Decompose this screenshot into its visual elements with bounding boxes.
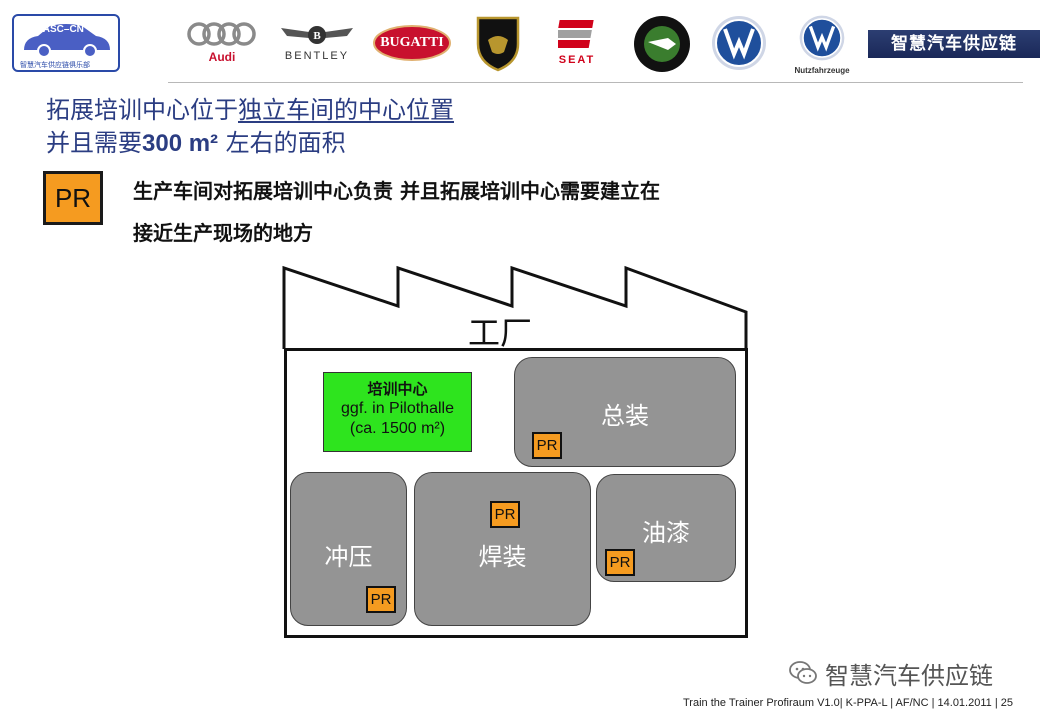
training-center-location: ggf. in Pilothalle <box>341 400 454 417</box>
bentley-wings-icon: B <box>281 26 353 44</box>
hall-label: 焊装 <box>478 543 527 571</box>
pr-badge-painting: PR <box>605 549 635 576</box>
wechat-icon <box>789 661 817 684</box>
brand-label: SEAT <box>558 54 596 66</box>
hall-label: 总装 <box>601 402 649 430</box>
pr-badge-welding: PR <box>490 501 520 528</box>
title-underlined: 独立车间的中心位置 <box>238 96 454 124</box>
title-line2-prefix: 并且需要 <box>46 129 142 157</box>
club-logo: IASC–CN 智慧汽车供应链俱乐部 <box>12 14 120 72</box>
audi-rings-icon <box>187 22 256 46</box>
brand-label: BUGATTI <box>380 35 444 50</box>
brand-bentley: B BENTLEY <box>276 14 358 74</box>
vw-icon <box>712 16 766 70</box>
training-center-name: 培训中心 <box>367 380 428 398</box>
skoda-arrow-icon <box>634 16 690 72</box>
brand-label: Audi <box>208 50 236 64</box>
training-center-area: (ca. 1500 m²) <box>349 420 446 437</box>
legend-text-line2: 接近生产现场的地方 <box>133 221 313 245</box>
vw-commercial-icon <box>799 15 845 61</box>
brand-label: Nutzfahrzeuge <box>794 66 850 75</box>
brand-vw-commercial: Nutzfahrzeuge <box>784 14 860 75</box>
lamborghini-bull-icon <box>476 16 520 72</box>
seat-s-icon <box>558 20 594 48</box>
brand-bugatti: BUGATTI <box>370 14 454 74</box>
club-logo-subtitle: 智慧汽车供应链俱乐部 <box>20 61 90 69</box>
wechat-account-label: 智慧汽车供应链 <box>825 662 993 690</box>
brand-lamborghini <box>472 14 524 74</box>
title-area-value: 300 m² <box>142 130 219 157</box>
title-line2-suffix: 左右的面积 <box>218 129 346 157</box>
page-title-line2: 并且需要300 m² 左右的面积 <box>46 123 346 158</box>
brand-skoda <box>632 14 694 74</box>
pr-badge-assembly: PR <box>532 432 562 459</box>
brand-vw <box>710 14 768 74</box>
training-center-box: 培训中心 ggf. in Pilothalle (ca. 1500 m²) <box>323 372 472 452</box>
club-logo-name: IASC–CN <box>40 24 84 35</box>
page-title-line1: 拓展培训中心位于独立车间的中心位置 <box>46 90 454 125</box>
bugatti-oval-icon <box>373 25 451 61</box>
pr-badge-stamping: PR <box>366 586 396 613</box>
hall-welding: 焊装 <box>414 472 591 626</box>
header-banner: 智慧汽车供应链 <box>868 30 1040 58</box>
legend-text-line1: 生产车间对拓展培训中心负责 并且拓展培训中心需要建立在 <box>133 179 660 203</box>
pr-legend-badge: PR <box>43 171 103 225</box>
brand-audi: Audi <box>182 14 262 74</box>
brand-label: BENTLEY <box>284 50 350 62</box>
footer-text: Train the Trainer Profiraum V1.0| K-PPA-… <box>683 697 1013 709</box>
header-divider <box>168 82 1023 83</box>
hall-label: 冲压 <box>324 543 373 571</box>
svg-text:B: B <box>313 30 321 42</box>
factory-title: 工厂 <box>468 314 533 352</box>
hall-label: 油漆 <box>642 519 690 547</box>
car-silhouette-icon <box>24 24 110 58</box>
brand-seat: SEAT <box>544 14 610 74</box>
title-prefix: 拓展培训中心位于 <box>46 96 238 124</box>
